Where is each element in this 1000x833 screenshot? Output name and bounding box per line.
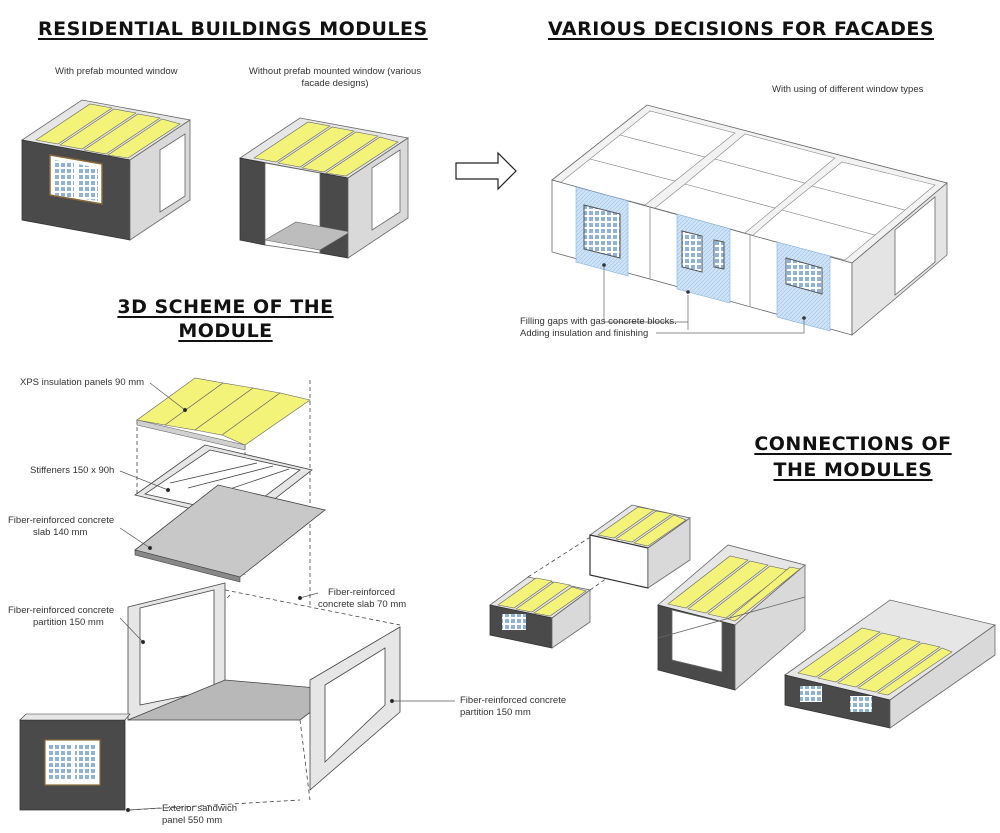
facade-block	[551, 104, 948, 336]
label-sandwich-line1: Exterior sandwich	[162, 803, 237, 814]
label-slab-70-line2: concrete slab 70 mm	[318, 599, 407, 610]
caption-window-types: With using of different window types	[772, 84, 924, 95]
module-without-window	[238, 117, 410, 259]
label-slab-140-line1: Fiber-reinforced concrete	[8, 515, 115, 526]
caption-gap-fill-line1: Filling gaps with gas concrete blocks.	[520, 316, 677, 327]
partition-left	[127, 582, 226, 721]
label-slab-70-line1: Fiber-reinforced	[328, 587, 396, 598]
heading-3d-scheme-line1: 3D SCHEME OF THE	[117, 296, 334, 318]
module-with-window	[20, 99, 192, 241]
partition-right	[309, 626, 401, 791]
label-stiffeners: Stiffeners 150 x 90h	[30, 465, 115, 476]
slab-140	[134, 484, 326, 583]
label-sandwich-line2: panel 550 mm	[162, 815, 223, 826]
heading-connections-line1: CONNECTIONS OF	[754, 433, 952, 455]
label-partition-left-line1: Fiber-reinforced concrete	[8, 605, 115, 616]
caption-without-window-line2: facade designs)	[301, 78, 369, 89]
open-module	[589, 504, 691, 589]
stacked-module	[657, 544, 806, 691]
caption-with-window: With prefab mounted window	[55, 66, 178, 77]
caption-gap-fill-line2: Adding insulation and finishing	[520, 328, 649, 339]
label-partition-right-line2: partition 150 mm	[460, 707, 531, 718]
connections-group	[489, 504, 996, 729]
label-partition-right-line1: Fiber-reinforced concrete	[460, 695, 567, 706]
window-icon	[583, 204, 823, 295]
heading-facade-decisions: VARIOUS DECISIONS FOR FACADES	[548, 18, 935, 40]
insulation-panels	[35, 103, 181, 159]
heading-connections-line2: THE MODULES	[773, 459, 933, 481]
label-partition-left-line2: partition 150 mm	[33, 617, 104, 628]
heading-3d-scheme-line2: MODULE	[178, 320, 273, 342]
window-icon	[49, 154, 103, 205]
exploded-scheme	[19, 377, 455, 813]
xps-panels	[136, 377, 311, 446]
window-icon	[44, 739, 101, 786]
heading-residential-modules: RESIDENTIAL BUILDINGS MODULES	[38, 18, 428, 40]
small-module	[489, 576, 591, 649]
arrow-right-icon	[455, 151, 517, 191]
caption-without-window-line1: Without prefab mounted window (various	[248, 66, 422, 77]
label-slab-140-line2: slab 140 mm	[33, 527, 88, 538]
sandwich-panel	[19, 713, 131, 811]
label-xps-panels: XPS insulation panels 90 mm	[20, 377, 145, 388]
paired-module	[784, 599, 996, 729]
